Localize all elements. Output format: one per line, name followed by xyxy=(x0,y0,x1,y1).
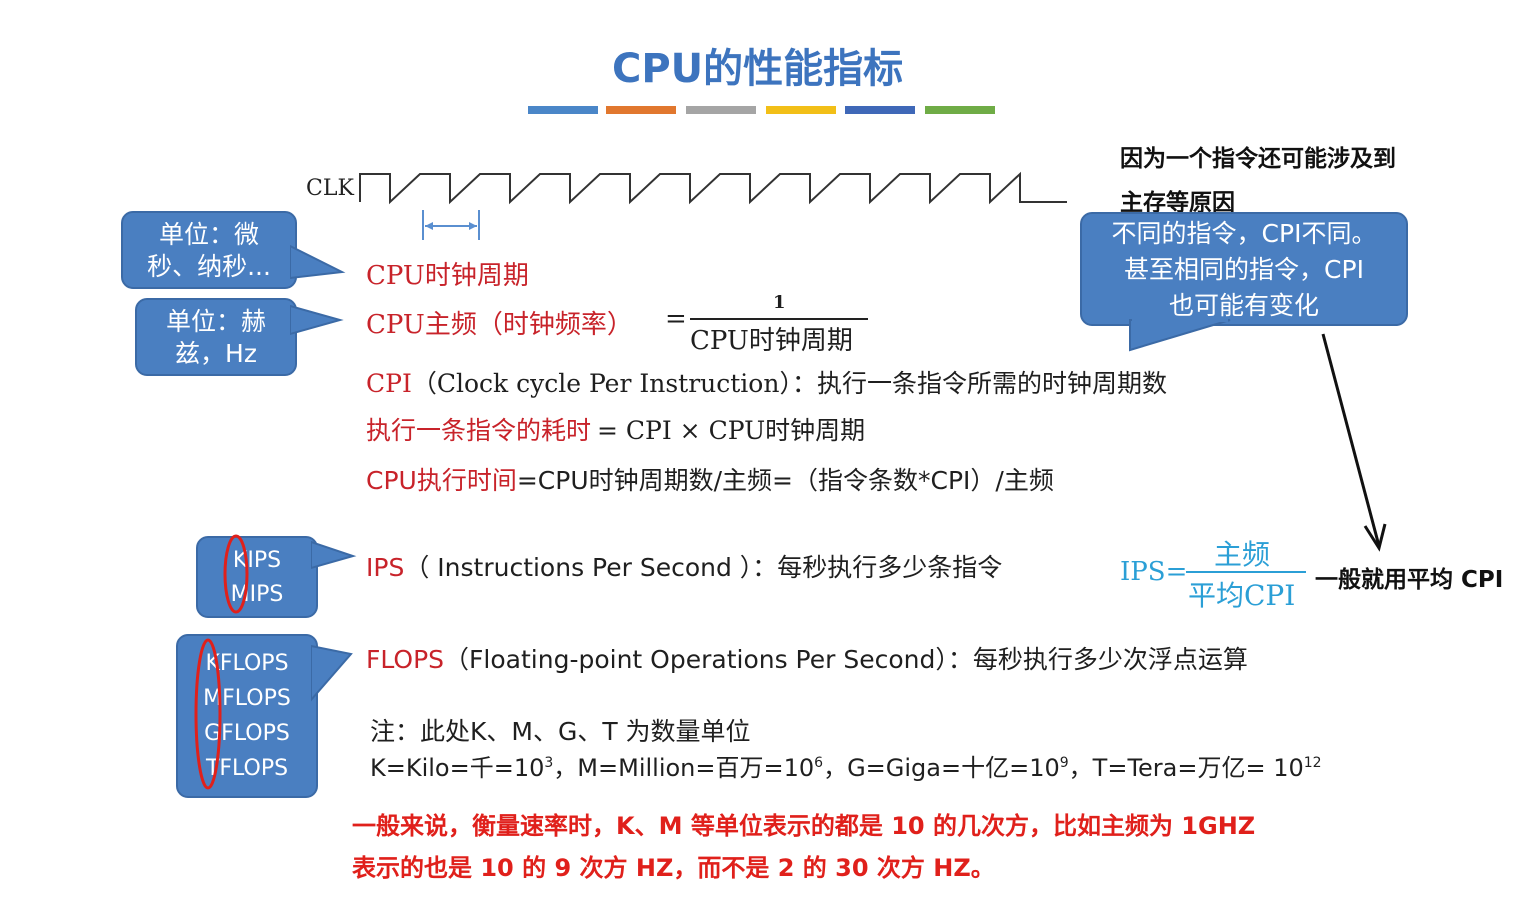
freq-label: CPU主频（时钟频率） xyxy=(366,310,633,340)
clk-label: CLK xyxy=(306,176,354,201)
bubble-flops-line4: TFLOPS xyxy=(205,756,289,781)
ips-term: IPS xyxy=(366,553,405,582)
instruction-time-term: 执行一条指令的耗时 xyxy=(366,416,592,445)
flops-definition: （Floating-point Operations Per Second）：每… xyxy=(444,645,1248,674)
unit-t-exp: 12 xyxy=(1303,755,1322,771)
bubble-cpi-note-line2: 甚至相同的指令，CPI xyxy=(1124,255,1364,284)
bubble-unit-time: 单位：微 秒、纳秒... xyxy=(121,211,297,289)
ips-definition: （ Instructions Per Second ）：每秒执行多少条指令 xyxy=(404,553,1003,582)
title-bar-gray xyxy=(686,106,756,114)
freq-equals: = xyxy=(665,304,687,334)
page-title: CPU的性能指标 xyxy=(612,46,904,92)
unit-t: ，T=Tera=万亿= 10 xyxy=(1068,754,1304,782)
flops-line: FLOPS（Floating-point Operations Per Seco… xyxy=(366,640,1248,676)
bubble-ips-units: KIPS MIPS xyxy=(196,536,318,618)
clock-signal xyxy=(359,171,1067,205)
annotation-line-1: 因为一个指令还可能涉及到 xyxy=(1120,146,1396,172)
instruction-time-formula: = CPI × CPU时钟周期 xyxy=(597,416,866,445)
units-note-title: 注：此处K、M、G、T 为数量单位 xyxy=(370,717,751,746)
bubble-cpi-note-tail xyxy=(1129,318,1231,352)
cpi-line: CPI（Clock cycle Per Instruction）：执行一条指令所… xyxy=(366,364,1167,400)
unit-k: K=Kilo=千=10 xyxy=(370,754,545,782)
bubble-flops-tail xyxy=(311,644,353,702)
handwritten-arrow xyxy=(1321,333,1387,552)
cpi-term: CPI xyxy=(366,369,412,398)
freq-numerator: 1 xyxy=(773,292,786,313)
freq-fraction-bar xyxy=(690,318,868,320)
unit-m-exp: 6 xyxy=(814,755,824,771)
bubble-unit-freq-tail xyxy=(290,304,344,336)
ips-handwritten-circle xyxy=(223,534,249,614)
instruction-time-line: 执行一条指令的耗时= CPI × CPU时钟周期 xyxy=(366,411,865,447)
exec-time-formula: =CPU时钟周期数/主频=（指令条数*CPI）/主频 xyxy=(516,466,1054,495)
bottom-note-line2: 表示的也是 10 的 9 次方 HZ，而不是 2 的 30 次方 HZ。 xyxy=(352,854,995,882)
exec-time-line: CPU执行时间=CPU时钟周期数/主频=（指令条数*CPI）/主频 xyxy=(366,461,1054,497)
unit-m: ，M=Million=百万=10 xyxy=(553,754,815,782)
exec-time-term: CPU执行时间 xyxy=(366,466,517,495)
bubble-unit-time-line2: 秒、纳秒... xyxy=(147,252,271,281)
ips-formula-numerator: 主频 xyxy=(1214,538,1271,571)
bubble-unit-freq-line2: 兹，Hz xyxy=(175,339,257,368)
ips-line: IPS（ Instructions Per Second ）：每秒执行多少条指令 xyxy=(366,548,1002,584)
bubble-ips-line1: KIPS xyxy=(232,548,282,573)
title-bar-blue xyxy=(528,106,598,114)
bubble-unit-time-tail xyxy=(290,244,346,280)
bubble-ips-line2: MIPS xyxy=(230,582,284,607)
bubble-cpi-note: 不同的指令，CPI不同。 甚至相同的指令，CPI 也可能有变化 xyxy=(1080,212,1408,326)
bubble-cpi-note-line1: 不同的指令，CPI不同。 xyxy=(1111,219,1377,248)
bubble-ips-tail xyxy=(311,540,357,570)
bubble-unit-time-line1: 单位：微 xyxy=(158,220,259,249)
title-bar-orange xyxy=(606,106,676,114)
ips-formula-bar xyxy=(1186,571,1306,573)
unit-g: ，G=Giga=十亿=10 xyxy=(823,754,1060,782)
flops-term: FLOPS xyxy=(366,645,445,674)
bottom-note-line1: 一般来说，衡量速率时，K、M 等单位表示的都是 10 的几次方，比如主频为 1G… xyxy=(352,812,1256,840)
freq-denominator: CPU时钟周期 xyxy=(690,326,853,356)
bubble-unit-freq-line1: 单位：赫 xyxy=(165,307,266,336)
title-bar-darkblue xyxy=(845,106,915,114)
bubble-unit-freq: 单位：赫 兹，Hz xyxy=(135,298,297,376)
flops-handwritten-circle xyxy=(194,638,222,790)
title-bar-green xyxy=(925,106,995,114)
ips-side-note: 一般就用平均 CPI xyxy=(1315,567,1504,593)
units-definition-line: K=Kilo=千=103，M=Million=百万=106，G=Giga=十亿=… xyxy=(370,748,1322,783)
unit-g-exp: 9 xyxy=(1059,755,1069,771)
ips-formula-lhs: IPS= xyxy=(1120,557,1188,587)
clock-waveform xyxy=(359,171,1067,240)
ips-formula-denominator: 平均CPI xyxy=(1188,579,1296,612)
clock-period-line: CPU时钟周期 xyxy=(366,261,529,291)
annotation-line-2: 主存等原因 xyxy=(1120,190,1235,216)
unit-k-exp: 3 xyxy=(544,755,554,771)
bubble-cpi-note-line3: 也可能有变化 xyxy=(1168,291,1319,320)
title-bar-yellow xyxy=(766,106,836,114)
bubble-flops-line2: MFLOPS xyxy=(203,686,291,711)
cpi-definition: （Clock cycle Per Instruction）：执行一条指令所需的时… xyxy=(411,369,1167,398)
